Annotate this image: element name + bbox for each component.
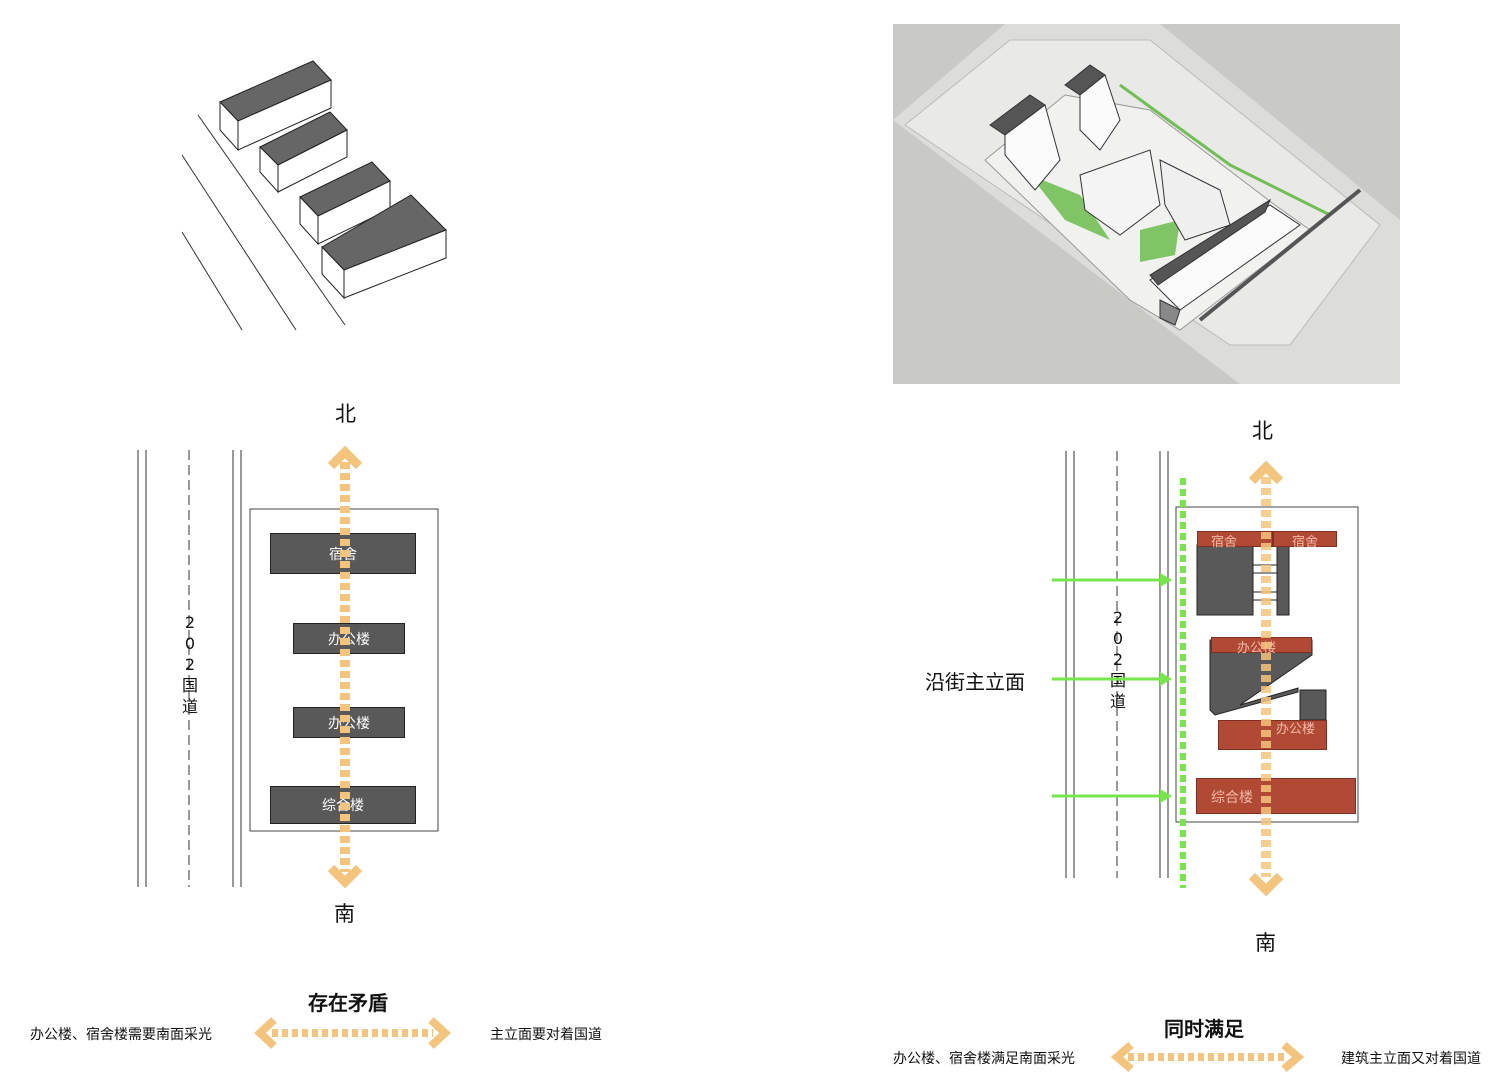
solution-title: 同时满足 (1164, 1017, 1244, 1041)
right-north-south-arrow (1248, 460, 1284, 897)
axo-block-4 (321, 194, 447, 300)
right-block-dorm-a: 宿舍 (1197, 531, 1273, 550)
solution-double-arrow-icon (1110, 1041, 1305, 1073)
axo-block-3 (299, 161, 391, 246)
site-render (893, 24, 1400, 384)
right-block-dorm-b: 宿舍 (1273, 531, 1337, 550)
left-north-south-arrow (327, 445, 363, 889)
right-north-label: 北 (1252, 419, 1273, 443)
left-road-text: 202国道 (181, 613, 198, 716)
axo-block-2 (259, 111, 348, 194)
right-office-bottom-label: 办公楼 (1276, 722, 1316, 737)
conflict-left-text: 办公楼、宿舍楼需要南面采光 (30, 1027, 212, 1043)
right-south-label: 南 (1255, 931, 1276, 955)
conflict-right-text: 主立面要对着国道 (490, 1027, 602, 1043)
left-road-label: 202国道 (180, 612, 200, 717)
right-block-complex: 综合楼 (1196, 778, 1356, 814)
left-axonometric-diagram (181, 60, 447, 331)
green-facade-arrows (1052, 573, 1172, 803)
right-complex-label: 综合楼 (1211, 790, 1253, 806)
right-block-office-bottom: 办公楼 (1218, 720, 1327, 750)
conflict-title: 存在矛盾 (308, 991, 388, 1015)
facade-label: 沿街主立面 (925, 670, 1025, 694)
left-north-label: 北 (335, 402, 356, 426)
axo-block-1 (219, 60, 332, 152)
right-dorm-b-label: 宿舍 (1292, 535, 1319, 550)
conflict-double-arrow-icon (254, 1017, 451, 1049)
right-dorm-a-label: 宿舍 (1211, 535, 1238, 550)
solution-right-text: 建筑主立面又对着国道 (1341, 1051, 1481, 1067)
solution-left-text: 办公楼、宿舍楼满足南面采光 (893, 1051, 1075, 1067)
left-plan-linework (137, 450, 439, 887)
left-south-label: 南 (334, 902, 355, 926)
